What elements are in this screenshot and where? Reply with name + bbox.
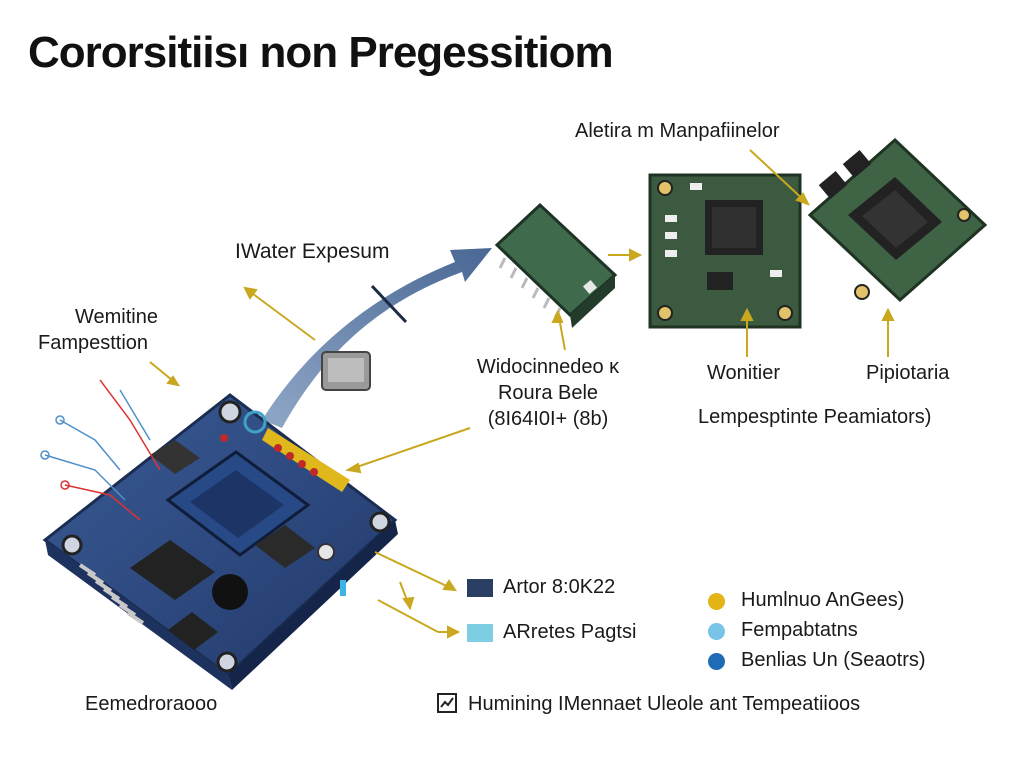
label-water-exposure: IWater Expesum	[235, 240, 389, 264]
legend-swatch-2	[467, 624, 493, 642]
legend-label-2: ARretes Pagtsi	[503, 621, 636, 644]
label-wemitine: Wemitine	[75, 306, 158, 329]
page-title: Cororsitiisı non Pregessitiom	[28, 28, 613, 78]
legend-label-1: Artor 8:0K22	[503, 576, 615, 599]
label-module-name-3: (8I64I0I+ (8b)	[468, 408, 628, 431]
bottom-caption: Humining IMennaet Uleole ant Tempeatiioo…	[468, 693, 860, 716]
legend-dot-2	[708, 623, 725, 640]
dip-chip	[497, 205, 615, 328]
pcb-module-1	[650, 175, 800, 327]
legend-swatch-1	[467, 579, 493, 597]
flow-arrow	[262, 248, 492, 428]
label-wonitier: Wonitier	[707, 362, 780, 385]
legend-dot-label-1: Humlnuo AnGees)	[741, 589, 904, 612]
legend-dot-label-3: Benlias Un (Seaotrs)	[741, 649, 926, 672]
chart-icon	[437, 693, 457, 713]
label-pipiotaria: Pipiotaria	[866, 362, 949, 385]
label-alt-module: Aletira m Manpafiinelor	[575, 120, 780, 143]
sensor-component	[322, 352, 370, 390]
pcb-module-2	[810, 140, 985, 300]
legend-dot-label-2: Fempabtatns	[741, 619, 858, 642]
label-eemedrorapoo: Eemedroraooo	[85, 693, 217, 716]
legend-dot-1	[708, 593, 725, 610]
label-fampesttion: Fampesttion	[38, 332, 148, 355]
label-module-name-2: Roura Bele	[468, 382, 628, 405]
label-module-name-1: Widocinnedeo ĸ	[468, 356, 628, 379]
legend-dot-3	[708, 653, 725, 670]
label-lempesptinte: Lempesptinte Peamiators)	[698, 406, 931, 429]
main-circuit-board	[45, 395, 398, 690]
